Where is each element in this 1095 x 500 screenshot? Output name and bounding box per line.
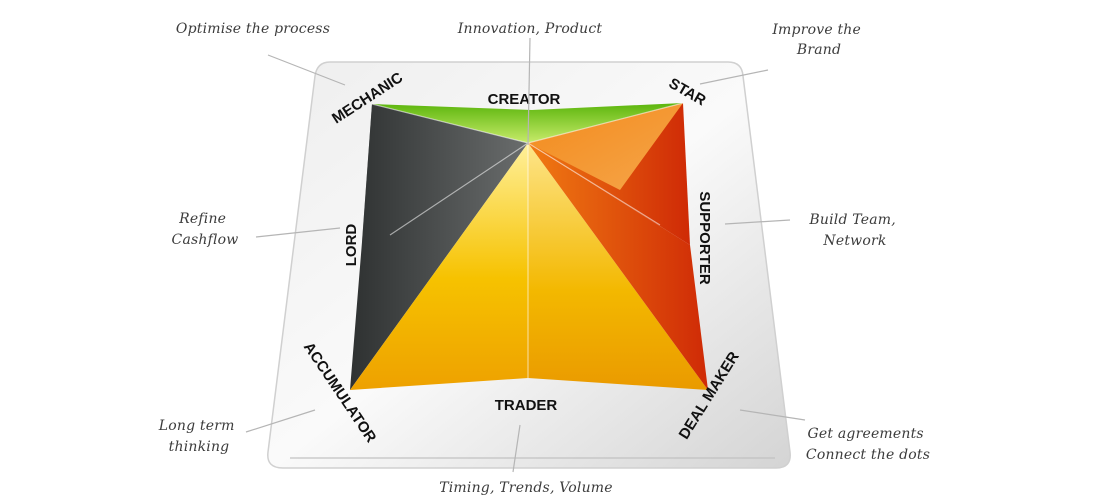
leader-star [699, 69, 769, 85]
note-trader-line1: Timing, Trends, Volume [439, 480, 613, 496]
facet-ridges [371, 102, 684, 378]
leader-supporter [724, 219, 791, 225]
note-deal-maker-line2: Connect the dots [806, 447, 930, 463]
label-trader: TRADER [495, 397, 558, 414]
leader-lord [255, 227, 341, 238]
note-supporter-line2: Network [822, 233, 886, 249]
leader-mechanic [267, 54, 346, 86]
deal-maker-facet [528, 143, 708, 390]
note-accumulator: Long term thinking [158, 418, 240, 455]
label-lord: LORD [343, 224, 360, 267]
note-mechanic: Optimise the process [176, 21, 330, 37]
note-supporter-line1: Build Team, [808, 212, 895, 228]
creator-facet [372, 103, 683, 143]
lord-facet [350, 104, 528, 390]
note-creator-line1: Innovation, Product [457, 21, 603, 37]
note-deal-maker: Get agreements Connect the dots [806, 426, 930, 463]
note-lord-line1: Refine [178, 211, 226, 227]
note-lord: Refine Cashflow [172, 211, 239, 248]
note-lord-line2: Cashflow [172, 232, 239, 248]
note-mechanic-line1: Optimise the process [176, 21, 330, 37]
leader-deal-maker [739, 409, 806, 421]
leader-creator [527, 37, 531, 146]
star-facet [528, 103, 683, 190]
note-star-line2: Brand [796, 42, 841, 58]
note-accumulator-line2: thinking [169, 439, 230, 455]
accumulator-facet [350, 143, 528, 390]
note-trader: Timing, Trends, Volume [439, 480, 613, 496]
note-creator: Innovation, Product [457, 21, 603, 37]
note-star-line1: Improve the [771, 22, 861, 38]
note-deal-maker-line1: Get agreements [808, 426, 924, 442]
note-supporter: Build Team, Network [808, 212, 900, 249]
note-star: Improve the Brand [771, 22, 865, 58]
leader-accumulator [245, 409, 316, 433]
label-creator: CREATOR [488, 91, 561, 108]
note-accumulator-line1: Long term [158, 418, 235, 434]
leader-trader [512, 424, 521, 473]
label-supporter: SUPPORTER [696, 191, 713, 285]
